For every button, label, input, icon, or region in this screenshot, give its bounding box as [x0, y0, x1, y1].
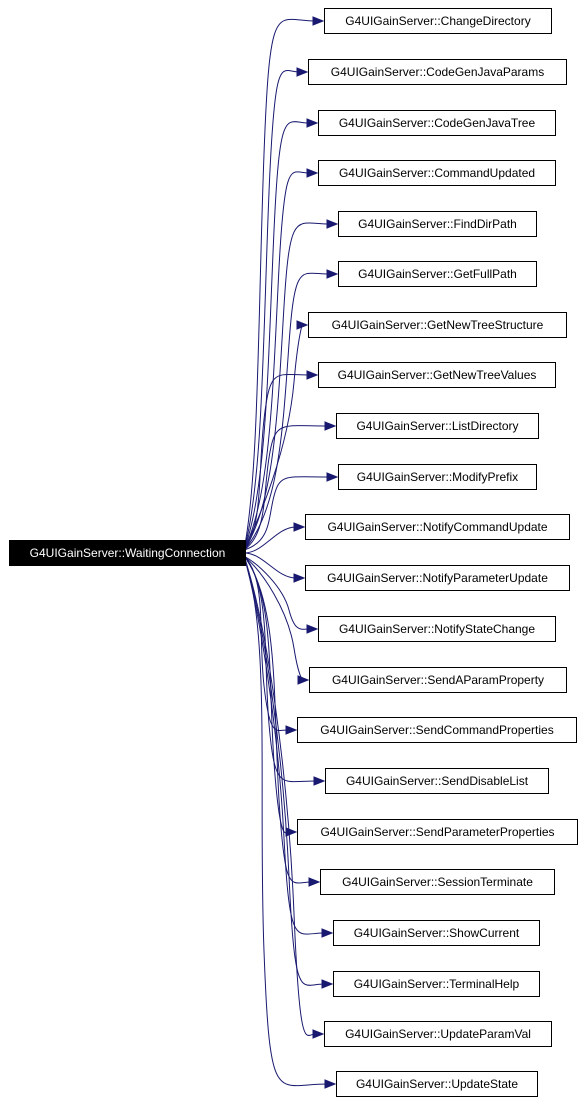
node-code-gen-java-tree[interactable]: G4UIGainServer::CodeGenJavaTree	[318, 110, 556, 136]
call-edge	[243, 18, 316, 551]
call-edge	[243, 555, 325, 935]
node-modify-prefix[interactable]: G4UIGainServer::ModifyPrefix	[338, 464, 537, 490]
call-edge	[243, 425, 328, 551]
node-get-new-tree-values[interactable]: G4UIGainServer::GetNewTreeValues	[318, 362, 556, 388]
call-edge	[243, 70, 300, 551]
node-send-command-properties[interactable]: G4UIGainServer::SendCommandProperties	[297, 717, 577, 743]
node-get-full-path[interactable]: G4UIGainServer::GetFullPath	[338, 261, 537, 287]
arrowhead-icon	[312, 16, 325, 26]
node-update-state[interactable]: G4UIGainServer::UpdateState	[336, 1071, 538, 1097]
call-edge	[243, 555, 328, 1087]
call-edge	[243, 121, 310, 551]
call-edge	[243, 526, 297, 554]
node-find-dir-path[interactable]: G4UIGainServer::FindDirPath	[338, 211, 537, 237]
node-send-parameter-properties[interactable]: G4UIGainServer::SendParameterProperties	[297, 819, 578, 845]
arrowhead-icon	[326, 269, 339, 279]
call-edge	[243, 555, 312, 884]
arrowhead-icon	[321, 979, 334, 989]
call-edge	[243, 555, 317, 783]
arrowhead-icon	[326, 219, 339, 229]
arrowhead-icon	[312, 1029, 325, 1039]
arrowhead-icon	[308, 877, 321, 887]
call-edge	[243, 476, 330, 551]
arrowhead-icon	[285, 827, 298, 837]
node-terminal-help[interactable]: G4UIGainServer::TerminalHelp	[333, 971, 540, 997]
node-get-new-tree-structure[interactable]: G4UIGainServer::GetNewTreeStructure	[308, 312, 567, 338]
arrowhead-icon	[306, 624, 319, 634]
arrowhead-icon	[296, 67, 309, 77]
arrowhead-icon	[324, 1079, 337, 1089]
arrowhead-icon	[326, 472, 339, 482]
call-edge	[243, 272, 330, 551]
arrowhead-icon	[324, 421, 337, 431]
node-notify-parameter-update[interactable]: G4UIGainServer::NotifyParameterUpdate	[305, 565, 570, 591]
arrowhead-icon	[296, 320, 309, 330]
call-edge	[243, 171, 310, 551]
node-update-param-val[interactable]: G4UIGainServer::UpdateParamVal	[324, 1021, 552, 1047]
node-session-terminate[interactable]: G4UIGainServer::SessionTerminate	[320, 869, 555, 895]
node-code-gen-java-params[interactable]: G4UIGainServer::CodeGenJavaParams	[308, 59, 567, 85]
node-notify-state-change[interactable]: G4UIGainServer::NotifyStateChange	[318, 616, 556, 642]
node-command-updated[interactable]: G4UIGainServer::CommandUpdated	[318, 160, 556, 186]
call-edge	[243, 374, 310, 551]
arrowhead-icon	[313, 776, 326, 786]
arrowhead-icon	[297, 675, 310, 685]
node-show-current[interactable]: G4UIGainServer::ShowCurrent	[333, 920, 540, 946]
arrowhead-icon	[285, 725, 298, 735]
arrowhead-icon	[293, 573, 306, 583]
arrowhead-icon	[293, 522, 306, 532]
arrowhead-icon	[306, 118, 319, 128]
call-edge	[243, 552, 297, 579]
arrowhead-icon	[306, 370, 319, 380]
arrowhead-icon	[321, 928, 334, 938]
node-list-directory[interactable]: G4UIGainServer::ListDirectory	[336, 413, 539, 439]
call-edge	[243, 555, 325, 986]
call-edge	[243, 555, 310, 630]
node-notify-command-update[interactable]: G4UIGainServer::NotifyCommandUpdate	[305, 514, 570, 540]
arrowhead-icon	[306, 168, 319, 178]
call-edge	[243, 555, 289, 834]
node-send-disable-list[interactable]: G4UIGainServer::SendDisableList	[325, 768, 549, 794]
call-edge	[243, 555, 316, 1036]
root-node-waiting-connection[interactable]: G4UIGainServer::WaitingConnection	[9, 540, 246, 566]
call-edge	[243, 323, 303, 551]
node-change-directory[interactable]: G4UIGainServer::ChangeDirectory	[324, 8, 552, 34]
node-send-a-param-property[interactable]: G4UIGainServer::SendAParamProperty	[309, 667, 567, 693]
